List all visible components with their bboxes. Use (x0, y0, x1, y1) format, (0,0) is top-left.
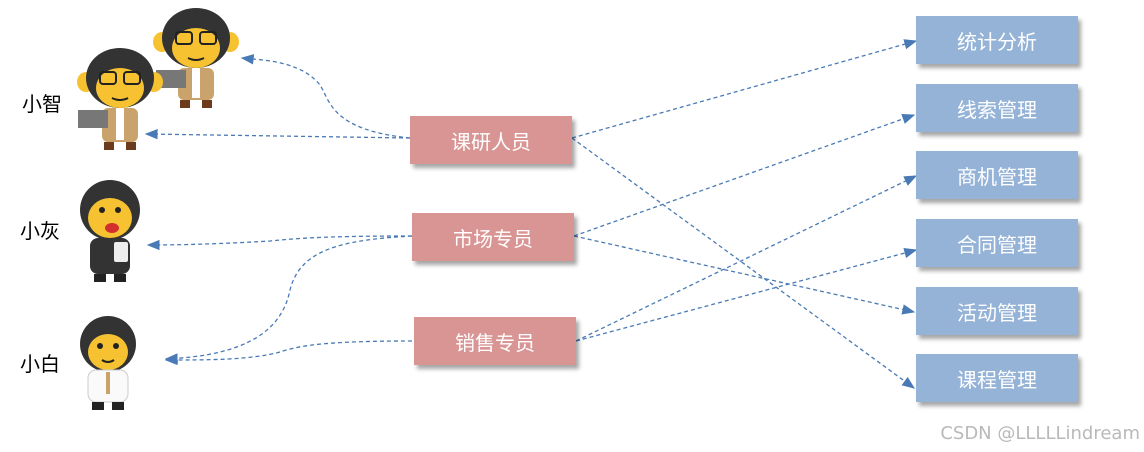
arrow-sales-to-opportunity (575, 175, 918, 342)
arrow-sales-to-contract (575, 248, 918, 342)
arrow-sales-to-xiaobai (164, 340, 413, 366)
person-name-xiaobai: 小白 (20, 352, 60, 376)
function-contract-box: 合同管理 (916, 219, 1078, 267)
arrow-market-to-xiaobai (164, 235, 413, 364)
function-label: 线索管理 (957, 97, 1037, 122)
role-label: 市场专员 (453, 226, 533, 251)
function-label: 统计分析 (957, 29, 1037, 54)
function-label: 合同管理 (957, 232, 1037, 257)
arrow-market-to-leads (573, 114, 916, 237)
role-sales-box: 销售专员 (414, 317, 576, 365)
watermark: CSDN @LLLLLindream (940, 423, 1140, 444)
function-leads-box: 线索管理 (916, 84, 1078, 132)
function-stats-box: 统计分析 (916, 16, 1078, 64)
role-label: 课研人员 (451, 129, 531, 154)
arrow-market-to-activity (573, 235, 916, 315)
arrow-research-to-xiaozhi (144, 128, 411, 140)
monkey-laptop-icon (77, 48, 163, 150)
monkey-laptop-icon (153, 8, 239, 108)
function-activity-box: 活动管理 (916, 287, 1078, 335)
arrow-research-to-course (571, 137, 916, 389)
arrow-research-to-stats (571, 39, 918, 139)
monkey-phone-icon (80, 180, 140, 282)
role-label: 销售专员 (455, 330, 535, 355)
person-name-xiaohui: 小灰 (20, 219, 60, 243)
arrow-research-to-xiaozhi-top (240, 54, 411, 139)
role-research-box: 课研人员 (410, 116, 572, 164)
function-opportunity-box: 商机管理 (916, 151, 1078, 199)
person-name-xiaozhi: 小智 (22, 92, 62, 116)
function-label: 课程管理 (957, 367, 1037, 392)
function-label: 商机管理 (957, 164, 1037, 189)
monkey-shirt-icon (80, 316, 136, 410)
function-label: 活动管理 (957, 300, 1037, 325)
role-market-box: 市场专员 (412, 213, 574, 261)
function-course-box: 课程管理 (916, 354, 1078, 402)
arrow-market-to-xiaohui (146, 235, 413, 251)
